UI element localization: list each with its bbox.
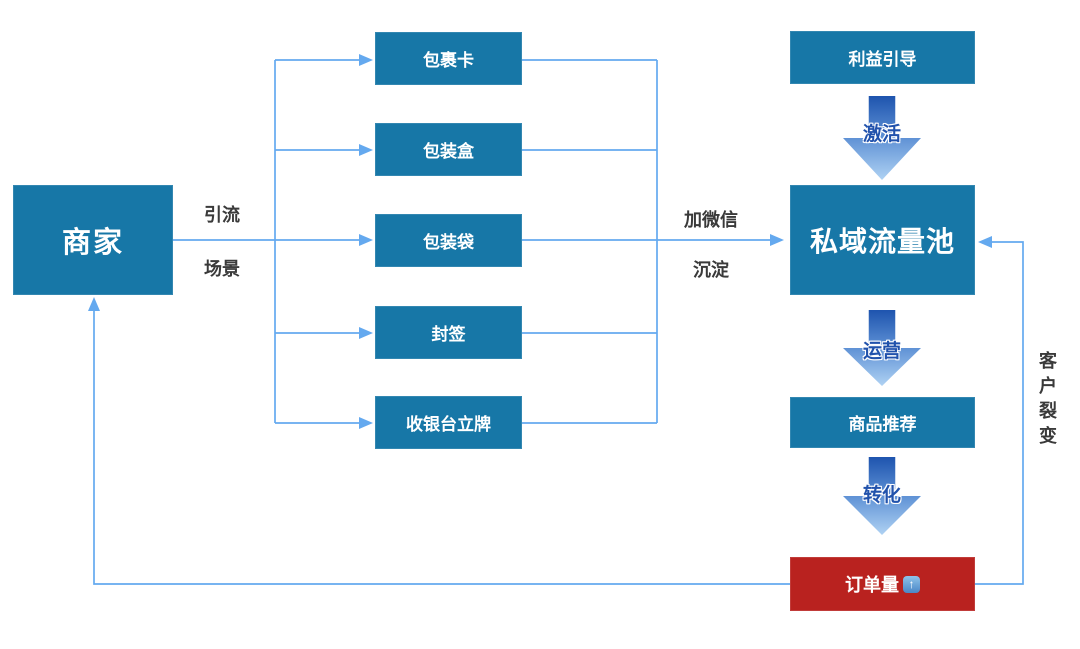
- benefit-guide-box: 利益引导: [790, 31, 975, 84]
- product-recommend-label: 商品推荐: [848, 415, 917, 434]
- arrowhead-touchpoint-4: [359, 327, 373, 339]
- fission-loop-line: [975, 241, 1024, 585]
- merchant-label: 商家: [61, 227, 124, 259]
- step-label-convert: 转化: [862, 485, 901, 506]
- touchpoint-box-packaging-box: 包装盒: [375, 123, 522, 176]
- customer-fission-label: 客户裂变: [1037, 351, 1057, 451]
- private-traffic-pool-box: 私域流量池: [790, 185, 975, 295]
- touchpoint-box-cashier-stand: 收银台立牌: [375, 396, 522, 449]
- touchpoint-box-packaging-bag: 包装袋: [375, 214, 522, 267]
- touchpoint-label: 包裹卡: [423, 51, 474, 70]
- touchpoint-label: 包装盒: [423, 142, 474, 161]
- touchpoint-box-seal: 封签: [375, 306, 522, 359]
- arrowhead-merchant-bottom: [88, 297, 100, 311]
- touchpoint-box-package-card: 包裹卡: [375, 32, 522, 85]
- traffic-label-2: 场景: [204, 259, 240, 279]
- step-label-activate: 激活: [862, 124, 901, 145]
- arrowhead-touchpoint-5: [359, 417, 373, 429]
- touchpoint-label: 收银台立牌: [406, 415, 491, 434]
- arrowhead-touchpoint-3: [359, 234, 373, 246]
- benefit-guide-label: 利益引导: [848, 50, 917, 69]
- step-label-operate: 运营: [862, 341, 901, 362]
- up-arrow-icon: ↑: [903, 575, 920, 593]
- wechat-label-1: 加微信: [684, 210, 738, 230]
- product-recommend-box: 商品推荐: [790, 397, 975, 448]
- arrowhead-touchpoint-2: [359, 144, 373, 156]
- arrowhead-pool-right: [978, 236, 992, 248]
- merchant-box: 商家: [13, 185, 173, 295]
- arrowhead-pool-left: [770, 234, 784, 246]
- order-volume-label: 订单量: [845, 575, 899, 595]
- return-loop-line: [93, 309, 790, 585]
- touchpoint-label: 包装袋: [423, 233, 474, 252]
- order-volume-box: 订单量 ↑: [790, 557, 975, 611]
- wechat-label-2: 沉淀: [693, 260, 729, 280]
- private-traffic-pool-label: 私域流量池: [809, 226, 955, 257]
- arrowhead-touchpoint-1: [359, 54, 373, 66]
- touchpoint-label: 封签: [431, 325, 466, 344]
- traffic-label-1: 引流: [204, 205, 240, 225]
